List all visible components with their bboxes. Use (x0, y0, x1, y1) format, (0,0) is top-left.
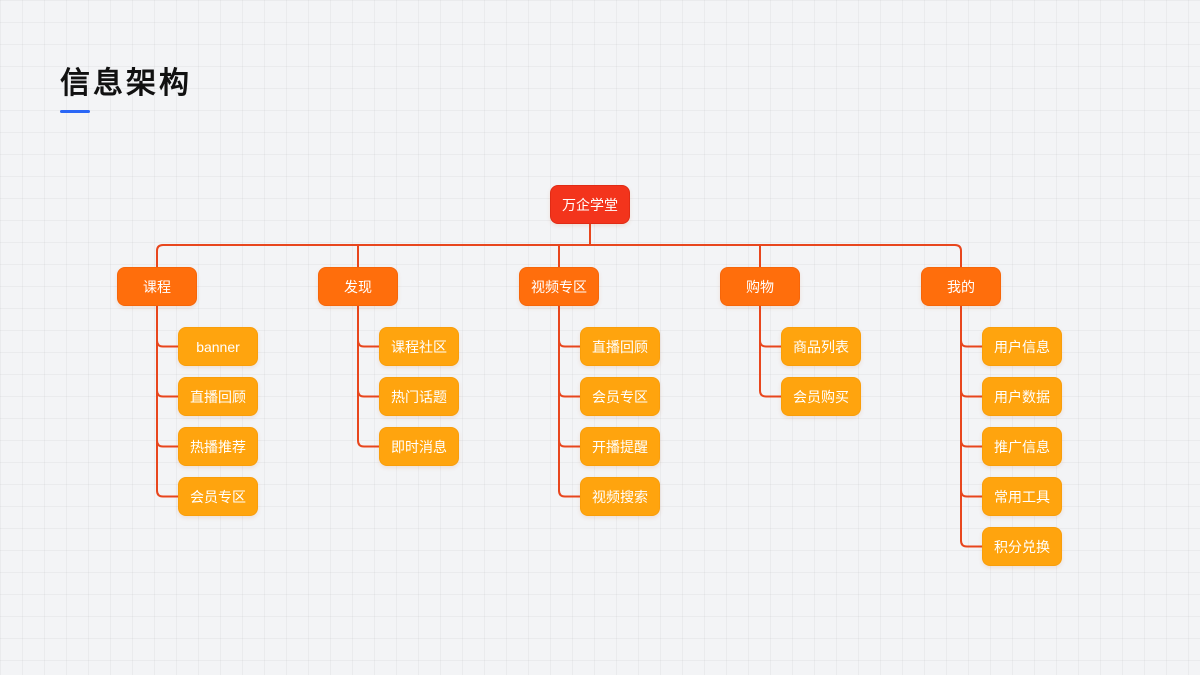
child-branch-line (759, 389, 782, 398)
category-node: 购物 (720, 267, 800, 306)
category-node: 视频专区 (519, 267, 599, 306)
child-branch-line (759, 339, 782, 348)
child-branch-line (558, 439, 581, 448)
feature-node: 会员购买 (781, 377, 861, 416)
feature-node: banner (178, 327, 258, 366)
feature-node: 热门话题 (379, 377, 459, 416)
child-branch-line (357, 439, 380, 448)
feature-node: 商品列表 (781, 327, 861, 366)
feature-node: 开播提醒 (580, 427, 660, 466)
child-branch-line (156, 389, 179, 398)
feature-node: 用户数据 (982, 377, 1062, 416)
child-branch-line (357, 339, 380, 348)
category-node: 课程 (117, 267, 197, 306)
feature-node: 用户信息 (982, 327, 1062, 366)
feature-node: 推广信息 (982, 427, 1062, 466)
feature-node: 会员专区 (178, 477, 258, 516)
feature-node: 直播回顾 (178, 377, 258, 416)
child-branch-line (960, 539, 983, 548)
child-branch-line (960, 439, 983, 448)
child-branch-line (156, 439, 179, 448)
feature-node: 视频搜索 (580, 477, 660, 516)
page-title: 信息架构 (60, 67, 192, 100)
feature-node: 热播推荐 (178, 427, 258, 466)
main-bus-line (156, 244, 962, 268)
feature-node: 常用工具 (982, 477, 1062, 516)
root-node: 万企学堂 (550, 185, 630, 224)
child-branch-line (960, 339, 983, 348)
feature-node: 直播回顾 (580, 327, 660, 366)
child-branch-line (960, 489, 983, 498)
title-underline (60, 110, 90, 113)
feature-node: 课程社区 (379, 327, 459, 366)
feature-node: 即时消息 (379, 427, 459, 466)
feature-node: 积分兑换 (982, 527, 1062, 566)
child-branch-line (156, 489, 179, 498)
category-node: 发现 (318, 267, 398, 306)
child-branch-line (156, 339, 179, 348)
child-branch-line (357, 389, 380, 398)
child-branch-line (558, 339, 581, 348)
child-branch-line (558, 389, 581, 398)
child-branch-line (960, 389, 983, 398)
child-branch-line (558, 489, 581, 498)
feature-node: 会员专区 (580, 377, 660, 416)
category-node: 我的 (921, 267, 1001, 306)
